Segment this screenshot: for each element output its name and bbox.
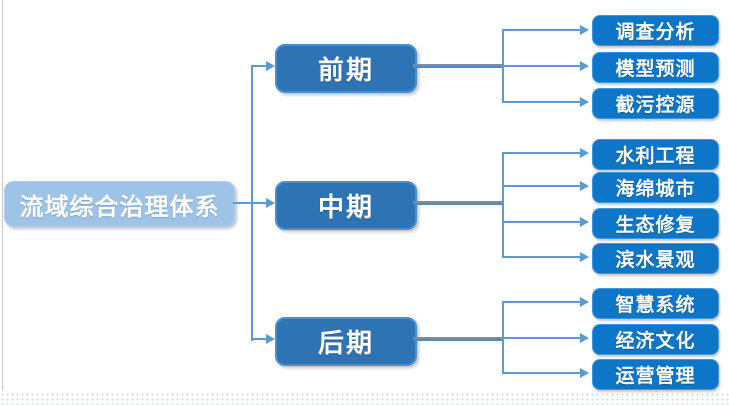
leaf-node: 模型预测 [592,52,719,83]
leaf-node: 经济文化 [592,324,719,355]
root-node: 流域综合治理体系 [4,181,235,227]
leaf-node: 生态修复 [592,208,719,239]
connector-leaf [502,301,581,303]
connector-leaf [502,256,581,258]
arrowhead-leaf-icon [580,97,589,107]
connector-leaf [502,337,581,339]
arrowhead-leaf-icon [580,61,589,71]
stage-node-late: 后期 [275,317,417,366]
stage-node-early: 前期 [275,44,417,93]
arrowhead-leaf-icon [580,333,589,343]
arrowhead-leaf-icon [580,148,589,158]
connector-leaf [502,65,581,67]
connector-to-late [251,338,267,340]
leaf-node: 海绵城市 [592,172,719,203]
arrowhead-leaf-icon [580,181,589,191]
arrowhead-early-icon [266,61,275,71]
leaf-node: 智慧系统 [592,288,719,319]
connector-mid-out [413,201,503,205]
connector-to-early [251,65,267,67]
connector-leaf [502,221,581,223]
connector-leaf [502,372,581,374]
connector-leaf [502,185,581,187]
splitter-mid-vertical [502,152,504,258]
arrowhead-leaf-icon [580,368,589,378]
arrowhead-late-icon [266,334,275,344]
arrowhead-leaf-icon [580,252,589,262]
arrowhead-leaf-icon [580,217,589,227]
arrowhead-mid-icon [266,198,275,208]
bottom-texture [0,392,729,405]
connector-root-horizontal [233,202,253,204]
leaf-node: 运营管理 [592,359,719,390]
leaf-node: 截污控源 [592,88,719,119]
arrowhead-leaf-icon [580,25,589,35]
slide-left-edge [2,0,3,390]
leaf-node: 滨水景观 [592,243,719,274]
stage-node-mid: 中期 [275,181,417,230]
connector-leaf [502,29,581,31]
arrowhead-leaf-icon [580,297,589,307]
connector-to-mid [251,202,267,204]
connector-leaf [502,152,581,154]
connector-leaf [502,101,581,103]
connector-early-out [413,64,503,68]
leaf-node: 水利工程 [592,139,719,170]
connector-late-out [413,337,503,341]
leaf-node: 调查分析 [592,15,719,46]
